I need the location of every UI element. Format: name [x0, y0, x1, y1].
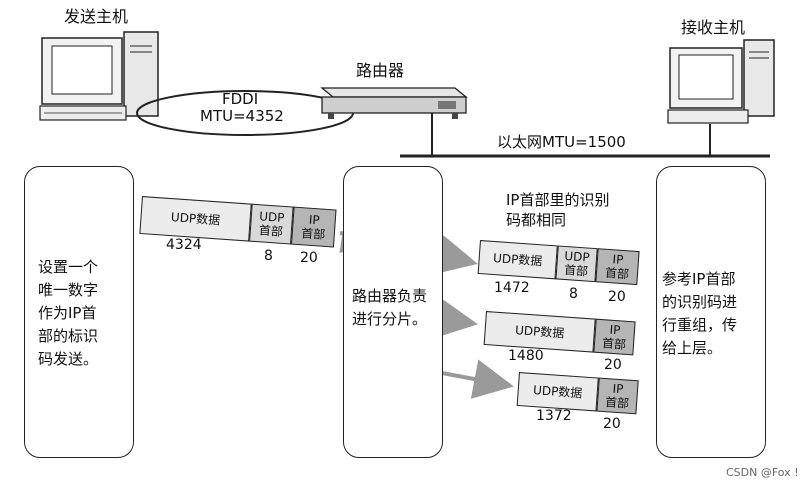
sender-computer-icon [39, 31, 159, 121]
fragment2-data-size: 1480 [508, 348, 544, 364]
watermark-text: CSDN @Fox ! [726, 466, 799, 479]
fragment2-ip-header: IP 首部 [593, 318, 636, 356]
sender-panel [24, 166, 134, 458]
fragment3-ip-size: 20 [603, 416, 621, 432]
receiver-computer-icon [667, 39, 775, 124]
original-ip-header: IP 首部 [290, 206, 337, 248]
router-icon [320, 87, 468, 119]
fragment2-ip-size: 20 [604, 357, 622, 373]
fragment3-data-size: 1372 [536, 408, 572, 424]
arrow-fragment3 [441, 359, 514, 399]
fragment1-udp-size: 8 [569, 286, 578, 302]
original-udp-data: UDP数据 [139, 196, 252, 242]
router-panel [343, 166, 443, 458]
original-udp-size: 8 [264, 248, 273, 264]
fragment1-udp-data: UDP数据 [477, 240, 558, 280]
receiver-panel-text: 参考IP首部 的识别码进 行重组，传 给上层。 [662, 270, 738, 357]
fragment1-ip-header: IP 首部 [595, 248, 640, 286]
fddi-name: FDDI [222, 90, 259, 108]
fragment1-udp-header: UDP 首部 [555, 245, 598, 283]
fragment1-data-size: 1472 [494, 280, 530, 296]
identifier-note: IP首部里的识别 码都相同 [506, 191, 610, 229]
original-data-size: 4324 [166, 237, 202, 253]
original-ip-size: 20 [300, 250, 318, 266]
original-udp-header: UDP 首部 [249, 203, 294, 245]
ethernet-mtu: 以太网MTU=1500 [497, 133, 626, 151]
fragment3-ip-header: IP 首部 [596, 377, 639, 415]
router-title: 路由器 [356, 61, 405, 80]
sender-panel-text: 设置一个 唯一数字 作为IP首 部的标识 码发送。 [38, 258, 99, 368]
receiver-panel [656, 166, 766, 458]
router-panel-text: 路由器负责 进行分片。 [352, 287, 428, 328]
sender-title: 发送主机 [64, 7, 129, 26]
fragment1-ip-size: 20 [608, 289, 626, 305]
fddi-mtu: MTU=4352 [200, 107, 284, 125]
fragment3-udp-data: UDP数据 [516, 372, 599, 412]
receiver-title: 接收主机 [681, 18, 746, 37]
